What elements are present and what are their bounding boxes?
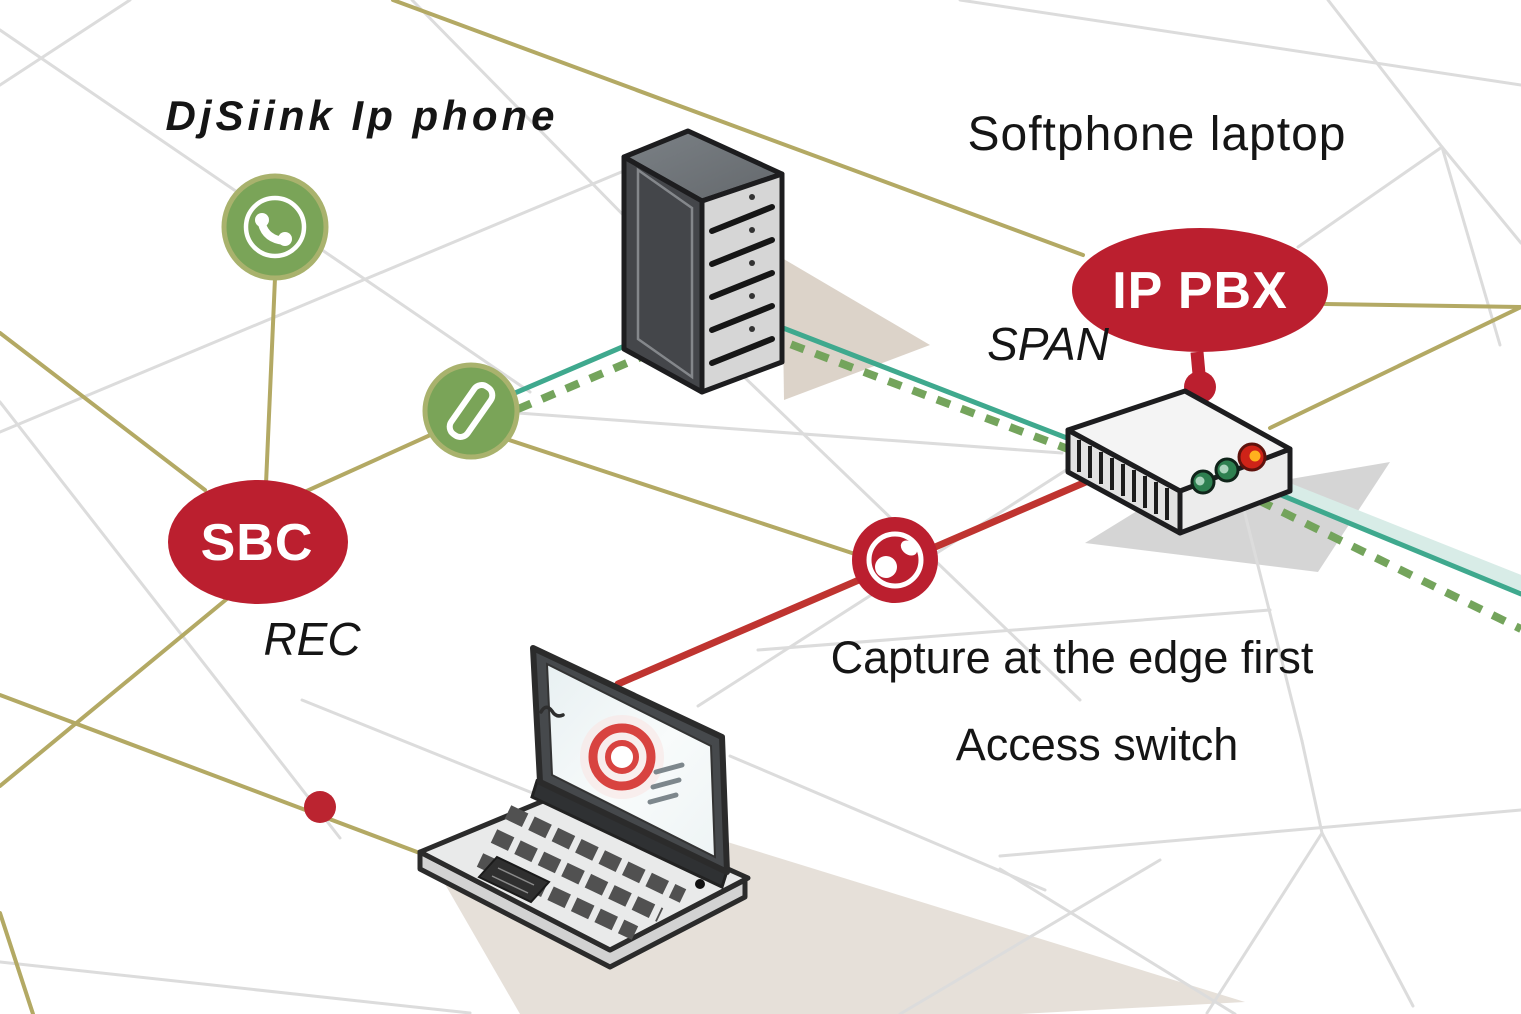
span-label: SPAN [987, 318, 1110, 370]
olive-link-sim-capture [498, 435, 860, 557]
laptop-power-button [695, 879, 705, 889]
olive-link-east-switch [1268, 305, 1521, 430]
olive-link-sbc-sim [298, 430, 439, 496]
olive-link-phone-sbc [264, 276, 277, 486]
sbc-label: SBC [201, 514, 314, 572]
ip-phone-node [221, 173, 329, 281]
access-switch-device [1065, 388, 1293, 536]
record-icon [852, 517, 938, 603]
record-rings-icon [580, 715, 664, 799]
capture-link-red [614, 474, 1099, 688]
switch-vent-slats [1077, 440, 1169, 520]
phone-handset-icon [243, 195, 307, 259]
switch-shadow [1085, 462, 1390, 572]
olive-link-top [391, 0, 1085, 257]
rec-label: REC [263, 613, 361, 665]
laptop-touchpad [477, 855, 551, 904]
access-switch-caption: Access switch [956, 719, 1239, 770]
sim-node [422, 362, 520, 460]
server-slot-leds [749, 194, 755, 332]
laptop-device [417, 645, 751, 970]
ip-pbx-badge [1072, 228, 1328, 352]
switch-status-leds [1190, 442, 1267, 495]
screen-squiggle [539, 705, 565, 718]
screen-text-lines [647, 762, 685, 805]
server-shadow [782, 258, 930, 400]
server-tower [621, 128, 785, 395]
teal-glow [1244, 468, 1521, 591]
ip-phone-label: DjSiink Ip phone [165, 92, 558, 139]
softphone-label: Softphone laptop [968, 108, 1347, 161]
sbc-badge [168, 480, 348, 604]
olive-link-sbc-southwest [0, 596, 230, 788]
server-drive-slots [709, 204, 775, 366]
olive-link-laptop-west [0, 693, 427, 857]
red-junction-dot [304, 791, 336, 823]
sim-card-icon [446, 382, 496, 440]
olive-link-pbx-east [1323, 302, 1521, 309]
capture-caption: Capture at the edge first [831, 632, 1314, 683]
olive-link-sbc-west [0, 331, 207, 492]
ip-pbx-label: IP PBX [1112, 262, 1288, 320]
olive-link-corner [0, 911, 35, 1014]
